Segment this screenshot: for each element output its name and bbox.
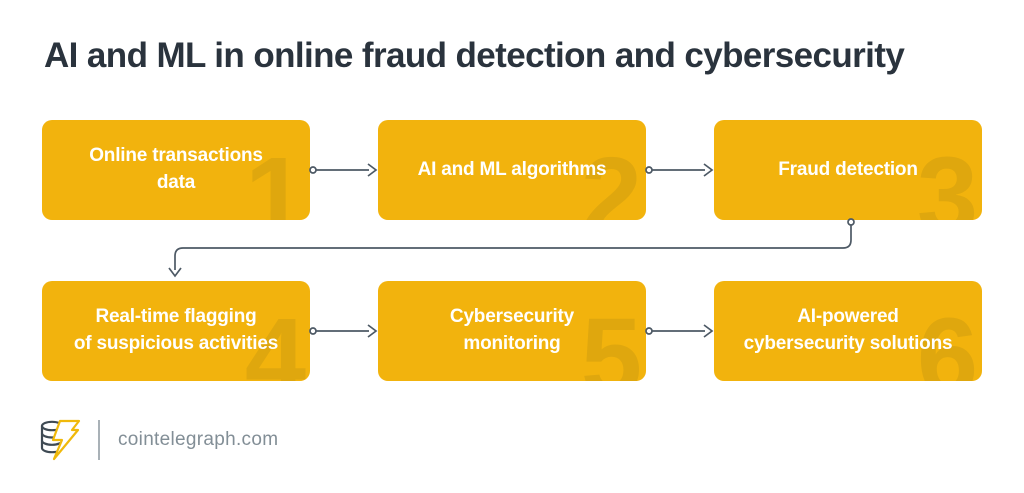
footer-divider — [98, 420, 100, 460]
box-2-label-line1: AI and ML algorithms — [417, 158, 607, 180]
flow-box-5: 5 Cybersecurity monitoring — [378, 281, 646, 381]
box-4-label-line1: Real-time flagging — [95, 306, 257, 328]
arrow-4-to-5 — [309, 324, 378, 338]
flow-box-3: 3 Fraud detection — [714, 120, 982, 220]
flow-box-4: 4 Real-time flagging of suspicious activ… — [42, 281, 310, 381]
box-3-number-watermark: 3 — [916, 135, 978, 221]
box-1-label: Online transactions data — [89, 143, 263, 196]
flow-box-6: 6 AI-powered cybersecurity solutions — [714, 281, 982, 381]
flow-box-2: 2 AI and ML algorithms — [378, 120, 646, 220]
box-1-label-line1: Online transactions — [89, 145, 263, 167]
box-5-label-line2: monitoring — [463, 333, 561, 354]
arrow-5-to-6 — [645, 324, 714, 338]
box-2-label: AI and ML algorithms — [418, 157, 607, 184]
arrow-2-to-3 — [645, 163, 714, 177]
arrow-3-to-4 — [168, 218, 855, 278]
box-6-label: AI-powered cybersecurity solutions — [744, 304, 953, 357]
box-3-label: Fraud detection — [778, 157, 918, 184]
box-4-label-line2: of suspicious activities — [73, 333, 279, 354]
box-6-number-watermark: 6 — [916, 296, 978, 382]
box-3-label-line1: Fraud detection — [778, 158, 918, 180]
flow-box-1: 1 Online transactions data — [42, 120, 310, 220]
box-6-label-line1: AI-powered — [797, 306, 899, 328]
box-5-label: Cybersecurity monitoring — [450, 304, 574, 357]
cointelegraph-logo-icon — [40, 419, 81, 461]
box-6-label-line2: cybersecurity solutions — [743, 333, 953, 354]
arrow-1-to-2 — [309, 163, 378, 177]
box-1-label-line2: data — [156, 172, 196, 193]
lightning-bolt-icon — [51, 419, 81, 461]
box-1-number-watermark: 1 — [244, 135, 306, 221]
box-4-number-watermark: 4 — [244, 296, 306, 382]
footer: cointelegraph.com — [36, 414, 278, 466]
footer-site-text: cointelegraph.com — [118, 429, 279, 450]
box-2-number-watermark: 2 — [580, 135, 642, 221]
box-5-number-watermark: 5 — [580, 296, 642, 382]
page-title: AI and ML in online fraud detection and … — [44, 36, 905, 75]
box-4-label: Real-time flagging of suspicious activit… — [74, 304, 278, 357]
box-5-label-line1: Cybersecurity — [449, 306, 575, 328]
